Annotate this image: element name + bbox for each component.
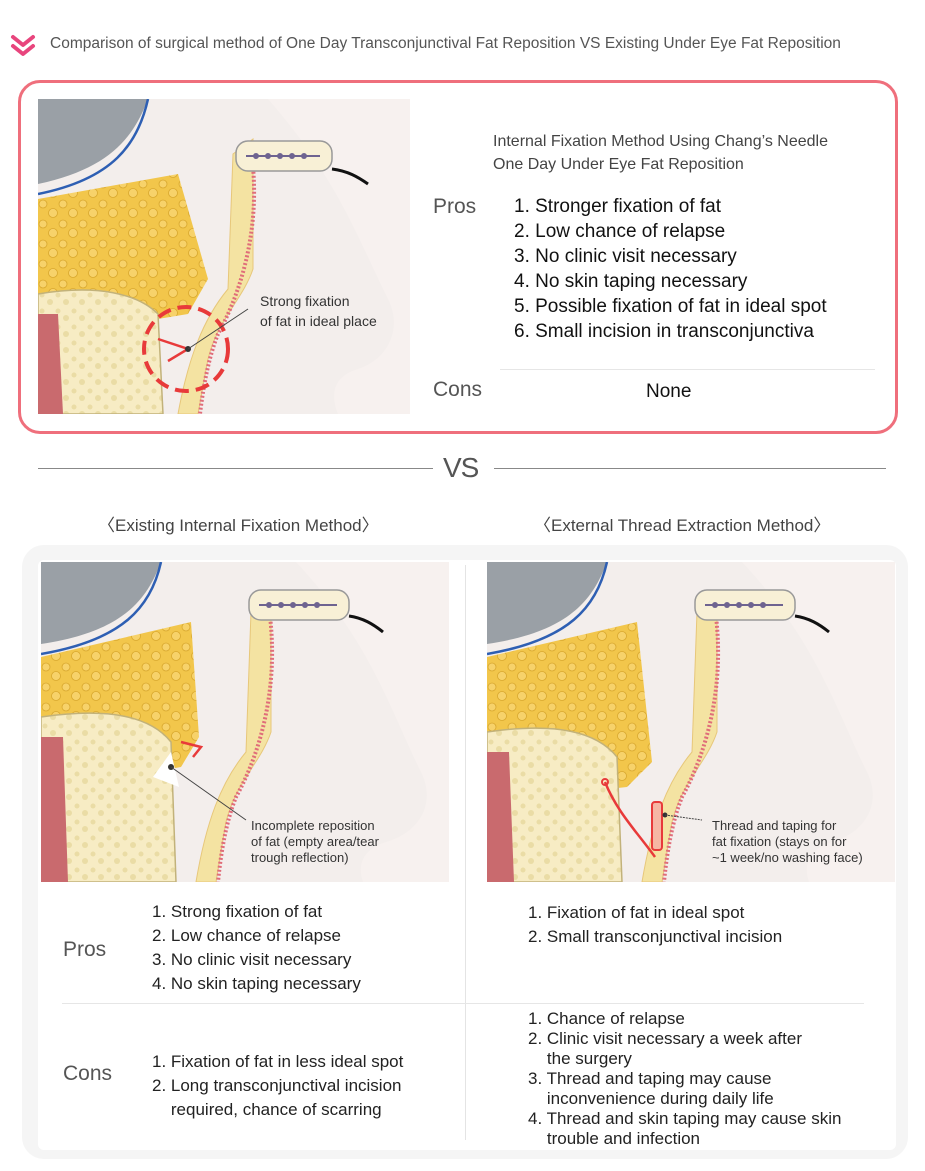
list-item: 4. Thread and skin taping may cause skin (528, 1109, 842, 1128)
list-item: 6. Small incision in transconjunctiva (514, 321, 814, 342)
top-pros-list: 1. Stronger fixation of fat 2. Low chanc… (514, 194, 827, 344)
left-pros-list: 1. Strong fixation of fat 2. Low chance … (152, 900, 361, 996)
list-item: required, chance of scarring (152, 1100, 382, 1119)
cons-label: Cons (63, 1062, 113, 1085)
method-title: Internal Fixation Method Using Chang’s N… (493, 130, 893, 176)
vs-line-right (494, 468, 886, 469)
double-chevron-down-icon (11, 35, 35, 56)
right-caption-line-1: Thread and taping for (712, 818, 837, 833)
right-cons-list: 1. Chance of relapse 2. Clinic visit nec… (528, 1009, 841, 1149)
list-item: trouble and infection (528, 1129, 701, 1148)
eye-cross-section-illustration: Thread and taping for fat fixation (stay… (487, 562, 895, 882)
list-item: 5. Possible fixation of fat in ideal spo… (514, 296, 827, 317)
left-caption-line-1: Incomplete reposition (251, 818, 375, 833)
page-title: Comparison of surgical method of One Day… (50, 35, 841, 52)
list-item: 3. No clinic visit necessary (152, 950, 352, 969)
list-item: 2. Low chance of relapse (152, 926, 342, 945)
list-item: 2. Low chance of relapse (514, 221, 726, 242)
pros-label: Pros (433, 195, 477, 218)
left-caption-line-2: of fat (empty area/tear (251, 834, 380, 849)
list-item: inconvenience during daily life (528, 1089, 774, 1108)
right-caption-line-2: fat fixation (stays on for (712, 834, 847, 849)
vs-text: VS (443, 452, 479, 483)
list-item: 1. Strong fixation of fat (152, 902, 323, 921)
list-item: 3. Thread and taping may cause (528, 1069, 772, 1088)
eye-cross-section-illustration: Strong fixation of fat in ideal place (38, 99, 410, 414)
top-illustration-caption-line-2: of fat in ideal place (260, 313, 377, 329)
divider (500, 369, 875, 370)
pros-label: Pros (63, 938, 107, 961)
list-item: 2. Small transconjunctival incision (528, 927, 783, 946)
right-caption-line-3: ~1 week/no washing face) (712, 850, 863, 865)
list-item: 1. Chance of relapse (528, 1009, 685, 1028)
column-divider (465, 565, 466, 1140)
left-cons-list: 1. Fixation of fat in less ideal spot 2.… (152, 1050, 403, 1122)
list-item: 2. Long transconjunctival incision (152, 1076, 402, 1095)
method-title-line-2: One Day Under Eye Fat Reposition (493, 156, 744, 173)
list-item: 4. No skin taping necessary (514, 271, 748, 292)
top-illustration-caption-line-1: Strong fixation (260, 293, 350, 309)
eye-cross-section-illustration: Incomplete reposition of fat (empty area… (41, 562, 449, 882)
cons-value: None (646, 381, 692, 402)
list-item: the surgery (528, 1049, 632, 1068)
page-header: Comparison of surgical method of One Day… (10, 30, 915, 60)
cons-label: Cons (433, 378, 483, 401)
list-item: 1. Fixation of fat in less ideal spot (152, 1052, 404, 1071)
list-item: 1. Stronger fixation of fat (514, 196, 722, 217)
method-title-line-1: Internal Fixation Method Using Chang’s N… (493, 133, 829, 150)
right-pros-list: 1. Fixation of fat in ideal spot 2. Smal… (528, 901, 782, 949)
vs-line-left (38, 468, 433, 469)
list-item: 2. Clinic visit necessary a week after (528, 1029, 802, 1048)
left-caption-line-3: trough reflection) (251, 850, 349, 865)
list-item: 3. No clinic visit necessary (514, 246, 737, 267)
right-method-heading: 〈External Thread Extraction Method〉 (534, 516, 831, 535)
list-item: 1. Fixation of fat in ideal spot (528, 903, 745, 922)
left-method-heading: 〈Existing Internal Fixation Method〉 (98, 516, 379, 535)
list-item: 4. No skin taping necessary (152, 974, 361, 993)
row-divider (62, 1003, 864, 1004)
